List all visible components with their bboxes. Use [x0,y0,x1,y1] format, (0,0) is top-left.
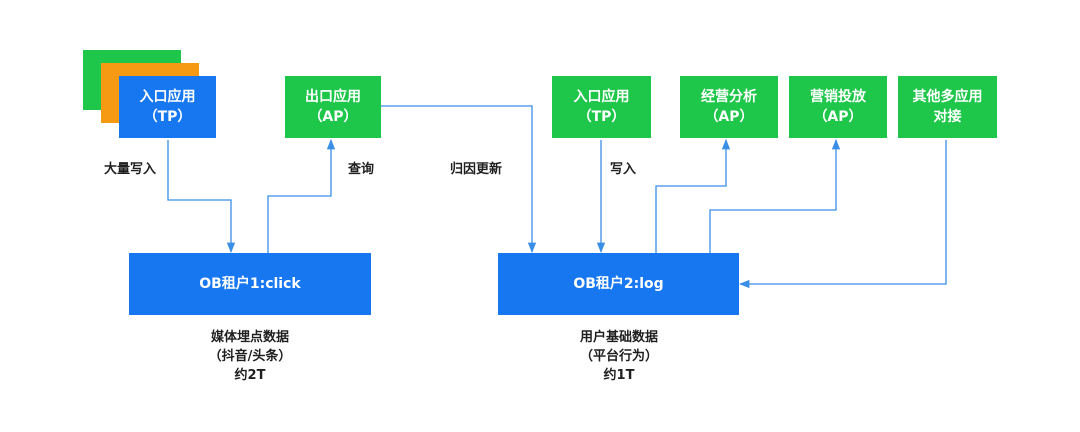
entry-app-tp-right-line2: （TP） [577,109,626,125]
entry-app-tp-left-line2: （TP） [143,109,192,125]
exit-app-ap-line1: 出口应用 [305,89,361,105]
ops-analysis-line1: 经营分析 [701,89,757,105]
right-caption-line3: 约1T [603,368,635,383]
label-attribution-update: 归因更新 [450,162,503,177]
other-apps: 其他多应用 对接 [898,76,997,138]
left-caption-line1: 媒体埋点数据 [210,330,289,345]
entry-app-tp-left-line1: 入口应用 [139,89,196,105]
other-apps-line1: 其他多应用 [912,89,983,105]
ops-analysis-line2: （AP） [704,109,754,125]
arrow-marketing [709,138,841,253]
marketing-line1: 营销投放 [810,89,866,105]
arrow-attribution-update [380,105,537,254]
exit-app-ap: 出口应用 （AP） [285,76,381,138]
tenant-1-click: OB租户1:click [129,253,371,315]
left-caption-line3: 约2T [234,368,266,383]
right-caption-line1: 用户基础数据 [579,330,659,345]
entry-app-tp-right: 入口应用 （TP） [552,76,651,138]
tenant-1-label: OB租户1:click [199,276,301,292]
label-bulk-write: 大量写入 [104,162,157,177]
left-caption-line2: （抖音/头条） [208,349,292,364]
entry-app-tp-left: 入口应用 （TP） [119,76,216,138]
entry-app-tp-right-line1: 入口应用 [573,89,630,105]
tenant-2-log: OB租户2:log [498,253,739,315]
arrow-write-bulk [167,140,236,254]
label-query: 查询 [348,162,375,177]
other-apps-line2: 对接 [933,109,962,125]
marketing-ap: 营销投放 （AP） [789,76,887,138]
arrow-other-apps [738,140,947,289]
right-caption: 用户基础数据 （平台行为） 约1T [580,328,658,385]
ops-analysis-ap: 经营分析 （AP） [680,76,778,138]
arrow-query [267,138,336,253]
tenant-2-label: OB租户2:log [573,276,664,292]
exit-app-ap-line2: （AP） [308,109,358,125]
label-write: 写入 [610,162,637,177]
arrow-ops-analysis [655,138,731,253]
marketing-line2: （AP） [813,109,863,125]
right-caption-line2: （平台行为） [579,349,659,364]
left-caption: 媒体埋点数据 （抖音/头条） 约2T [209,328,292,385]
